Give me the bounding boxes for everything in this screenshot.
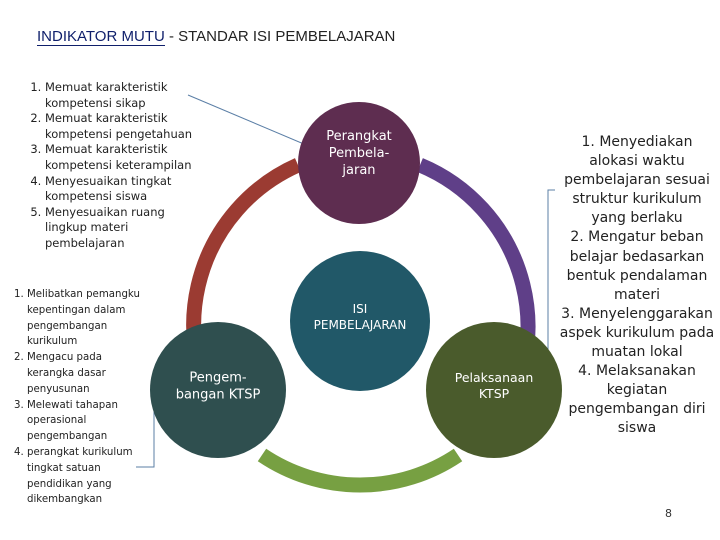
list-item: Memuat karakteristik kompetensi pengetah…	[45, 111, 200, 142]
circle-isi	[290, 251, 430, 391]
page-number: 8	[665, 507, 672, 520]
circle-perangkat	[298, 102, 420, 224]
list-item: perangkat kurikulum tingkat satuan pendi…	[27, 445, 145, 508]
list-item: Melibatkan pemangku kepentingan dalam pe…	[27, 287, 145, 350]
circle-pelaksanaan	[426, 322, 562, 458]
list-item: Melewati tahapan operasional pengembanga…	[27, 398, 145, 445]
list-bottom-left: Melibatkan pemangku kepentingan dalam pe…	[10, 287, 145, 508]
title-accent: INDIKATOR MUTU	[37, 28, 165, 46]
ring-arc-bottom	[257, 448, 463, 493]
title-rest: - STANDAR ISI PEMBELAJARAN	[164, 28, 396, 45]
circle-pengembangan	[150, 322, 286, 458]
connector-top-left	[187, 94, 319, 151]
list-item: Menyesuaikan tingkat kompetensi siswa	[45, 174, 200, 205]
list-item: Menyelenggarakan aspek kurikulum pada mu…	[557, 305, 717, 362]
list-item: Menyesuaikan ruang lingkup materi pembel…	[45, 205, 200, 252]
list-item: Memuat karakteristik kompetensi keteramp…	[45, 142, 200, 173]
list-item: Menyediakan alokasi waktu pembelajaran s…	[557, 133, 717, 228]
list-item: Memuat karakteristik kompetensi sikap	[45, 80, 200, 111]
list-right: Menyediakan alokasi waktu pembelajaran s…	[557, 133, 717, 439]
list-item: Mengatur beban belajar bedasarkan bentuk…	[557, 228, 717, 304]
list-item: Melaksanakan kegiatan pengembangan diri …	[557, 362, 717, 438]
label-pengembangan: Pengem-bangan KTSP	[176, 371, 261, 403]
list-item: Mengacu pada kerangka dasar penyusunan	[27, 350, 145, 397]
page-title: INDIKATOR MUTU - STANDAR ISI PEMBELAJARA…	[37, 28, 396, 46]
list-top-left: Memuat karakteristik kompetensi sikap Me…	[30, 80, 200, 252]
